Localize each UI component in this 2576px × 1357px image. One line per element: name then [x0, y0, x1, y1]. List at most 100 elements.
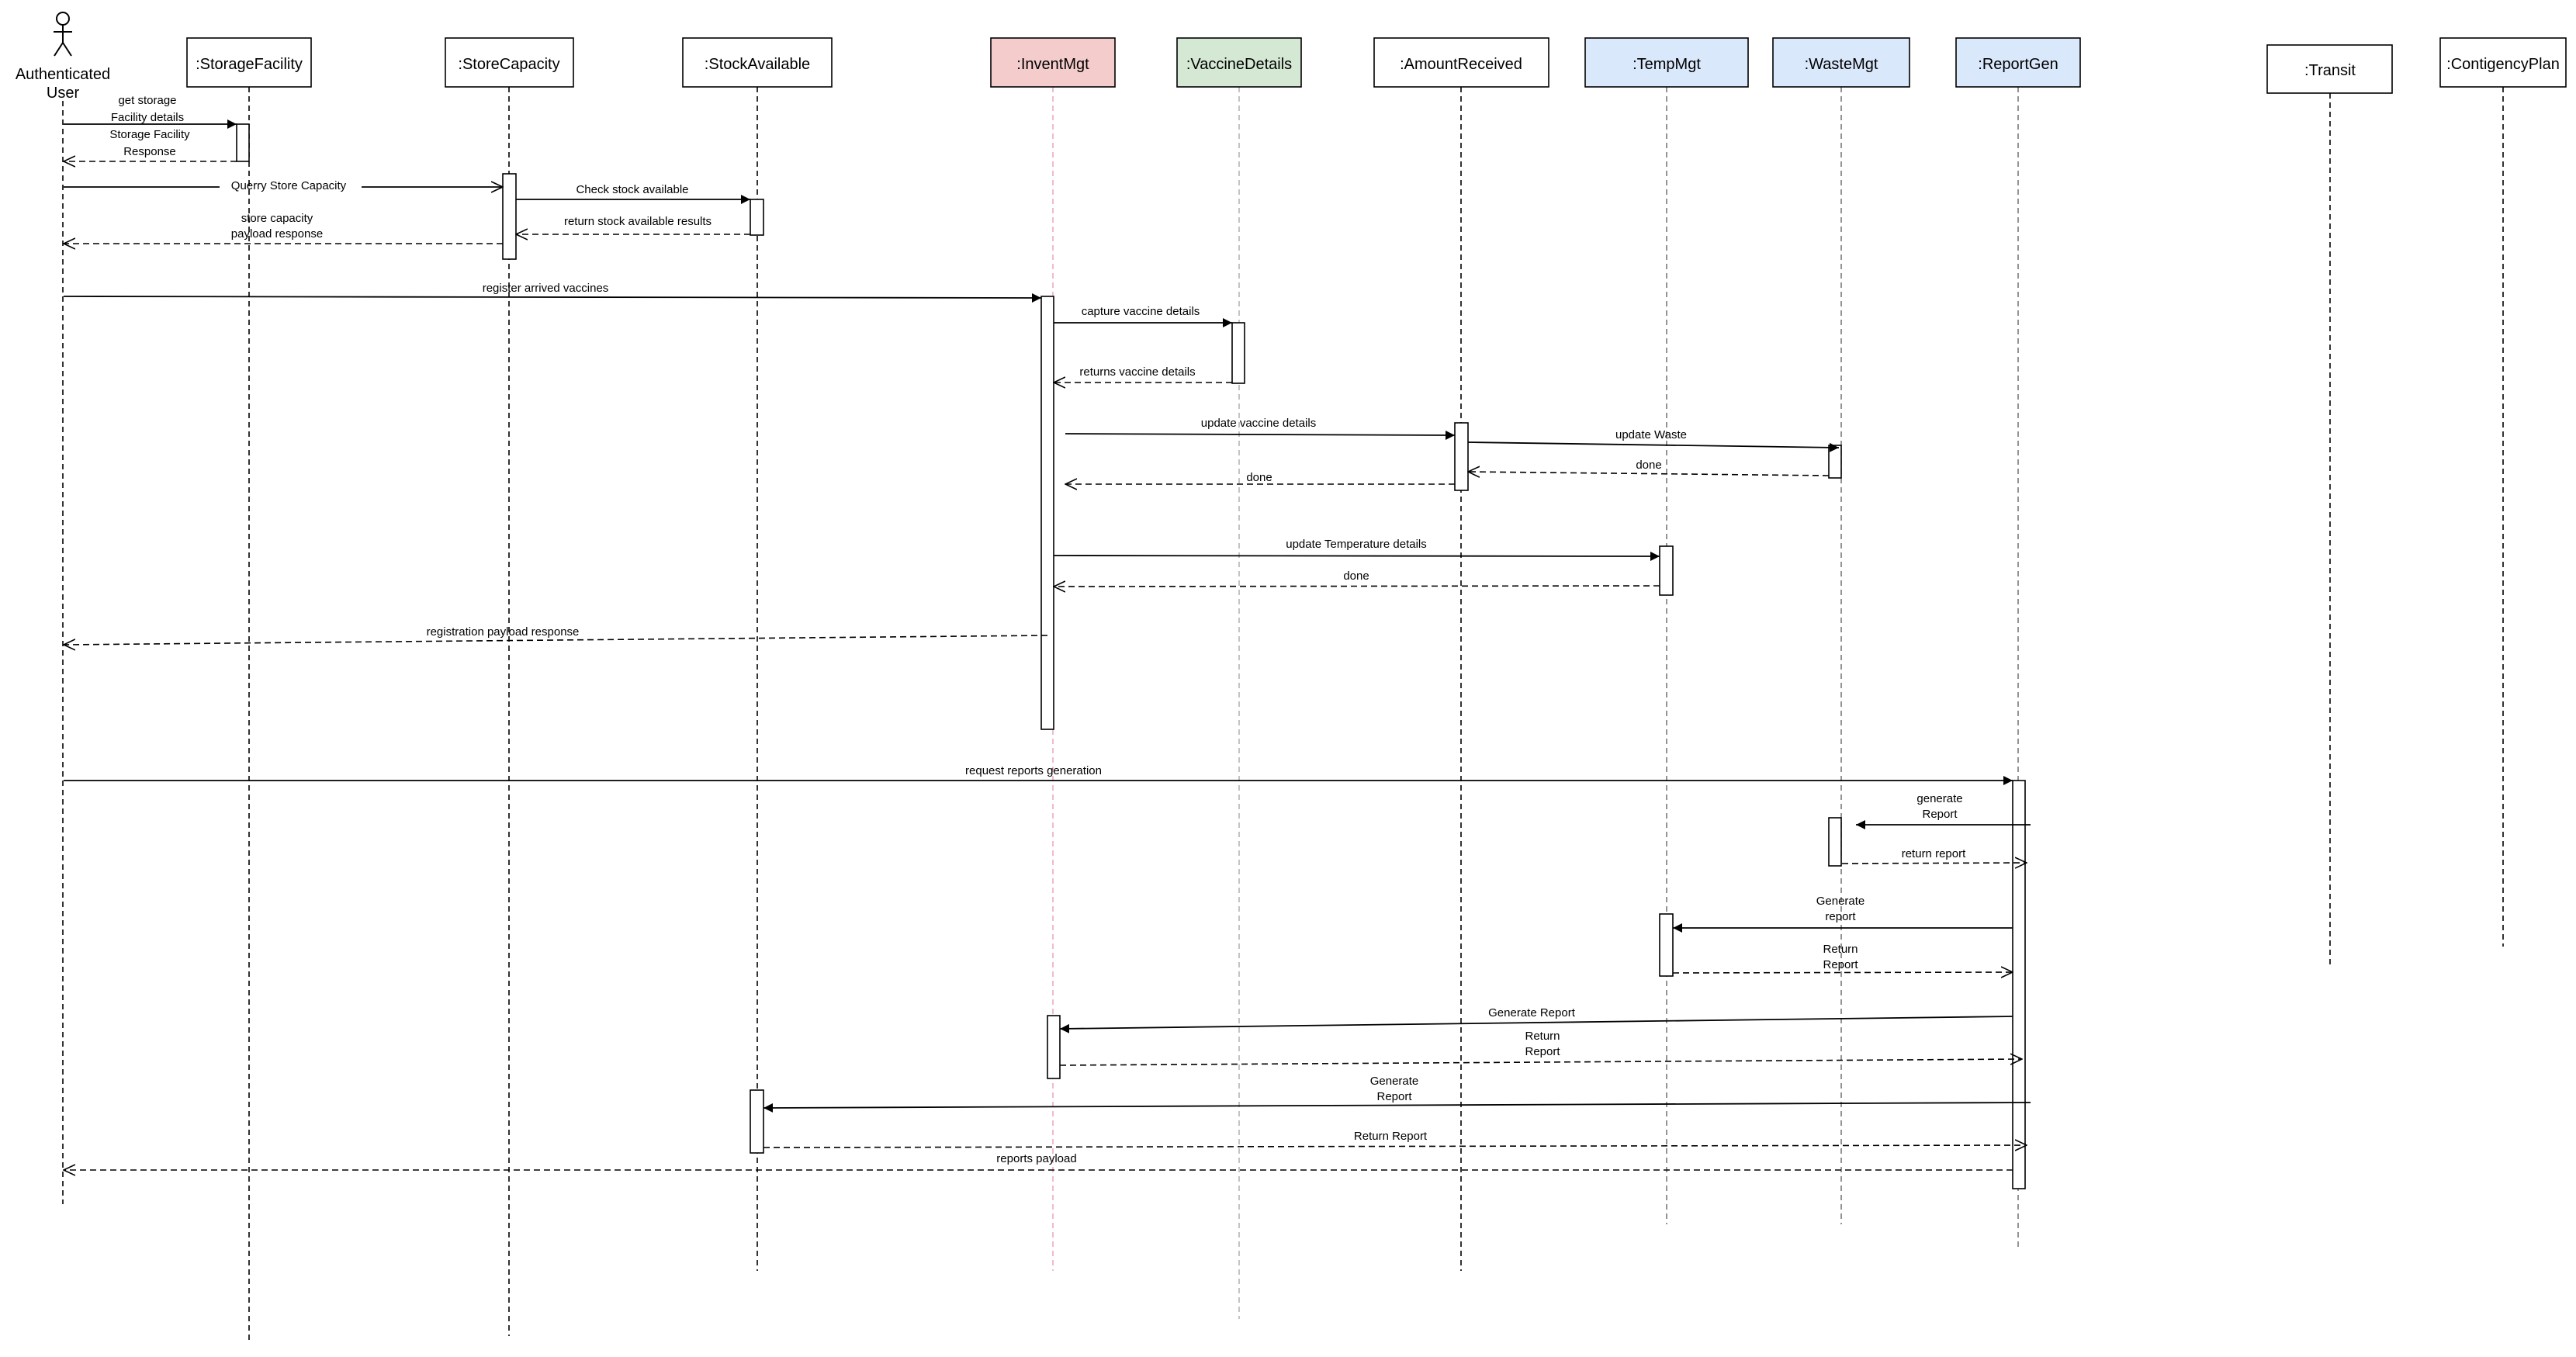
message-label: register arrived vaccines — [483, 282, 609, 295]
message-label: return report — [1902, 847, 1966, 860]
message-update-details: update vaccine details — [1065, 417, 1456, 440]
message-label: Response — [123, 145, 176, 158]
message-arrow — [763, 1102, 2031, 1113]
activation-inventmgt-register — [1040, 296, 1054, 730]
lifeline-stockavailable: :StockAvailable — [682, 37, 833, 1271]
lifeline-contigencyplan: :ContigencyPlan — [2439, 37, 2567, 947]
message-label: store capacity — [241, 212, 313, 225]
message-update-temp: update Temperature details — [1053, 538, 1660, 561]
message-waste-done: done — [1468, 459, 1830, 476]
lifeline-label: :WasteMgt — [1805, 56, 1878, 73]
message-temp-done: done — [1054, 569, 1660, 587]
activation-tempmgt-report — [1659, 913, 1674, 977]
message-label: done — [1343, 569, 1369, 583]
message-return-report-stock: Return Report — [763, 1130, 2027, 1148]
message-label: Querry Store Capacity — [231, 179, 347, 192]
lifeline-transit: :Transit — [2266, 44, 2393, 965]
message-generate-report-stock: Generate Report — [763, 1075, 2031, 1113]
lifeline-header — [1584, 37, 1749, 88]
actor-head — [56, 12, 70, 26]
activation-stockavailable-report — [750, 1089, 764, 1154]
actor-left-leg — [54, 42, 64, 57]
message-label: Facility details — [111, 111, 184, 124]
lifeline-label: :ReportGen — [1978, 56, 2058, 73]
message-arrow — [64, 635, 1048, 645]
activation-storecapacity — [502, 173, 517, 260]
actor-authenticated-user: Authenticated User — [16, 12, 110, 1204]
message-label: done — [1246, 471, 1272, 484]
message-label: update Temperature details — [1286, 538, 1427, 551]
message-return-report-waste: return report — [1841, 847, 2027, 864]
message-label: Generate Report — [1488, 1006, 1576, 1019]
message-label: registration payload response — [427, 625, 580, 639]
message-label: payload response — [231, 227, 323, 241]
message-register-vaccines: register arrived vaccines — [63, 282, 1042, 303]
message-generate-report-invent: Generate Report — [1059, 1006, 2013, 1033]
lifeline-vaccinedetails: :VaccineDetails — [1176, 37, 1302, 1319]
message-amount-done: done — [1065, 471, 1455, 484]
activation-reportgen — [2012, 780, 2026, 1189]
lifeline-label: :ContigencyPlan — [2446, 56, 2560, 73]
message-label: get storage — [118, 94, 176, 107]
lifeline-header — [2266, 44, 2393, 94]
lifeline-header — [990, 37, 1116, 88]
message-storage-response: Storage Facility Response — [64, 128, 237, 161]
lifeline-wastemgt: :WasteMgt — [1772, 37, 1910, 1224]
lifeline-reportgen: :ReportGen — [1955, 37, 2081, 1248]
message-arrow — [1065, 430, 1456, 440]
activation-wastemgt-update — [1828, 445, 1842, 479]
actor-name-line1: Authenticated — [16, 66, 110, 83]
message-label: update vaccine details — [1201, 417, 1316, 430]
message-label: Return — [1823, 943, 1858, 956]
message-get-storage: get storage Facility details — [64, 94, 237, 129]
message-query-capacity: Querry Store Capacity — [64, 179, 503, 192]
message-capacity-response: store capacity payload response — [64, 212, 503, 244]
lifeline-header — [2439, 37, 2567, 88]
message-label: done — [1636, 459, 1661, 472]
message-label: request reports generation — [965, 764, 1102, 777]
message-return-report-temp: Return Report — [1672, 943, 2013, 973]
lifeline-label: :StockAvailable — [705, 56, 810, 73]
message-arrow — [1841, 863, 2027, 864]
actor-name-line2: User — [47, 85, 80, 102]
lifeline-label: :StoreCapacity — [458, 56, 559, 73]
lifeline-header — [186, 37, 312, 88]
message-label: Report — [1922, 808, 1958, 821]
lifeline-header — [445, 37, 574, 88]
message-label: Report — [1525, 1045, 1560, 1058]
message-capture-details: capture vaccine details — [1054, 305, 1232, 327]
message-arrow — [1672, 972, 2013, 973]
lifeline-label: :StorageFacility — [196, 56, 303, 73]
message-returns-details: returns vaccine details — [1054, 365, 1232, 383]
actor-right-leg — [62, 42, 72, 57]
message-registration-response: registration payload response — [64, 625, 1048, 645]
lifeline-label: :TempMgt — [1633, 56, 1701, 73]
lifeline-header — [1373, 37, 1549, 88]
message-label: Storage Facility — [109, 128, 190, 141]
message-label: Return Report — [1354, 1130, 1428, 1143]
message-arrow — [1468, 472, 1830, 476]
activation-bars — [236, 123, 2026, 1189]
message-label: Report — [1823, 958, 1858, 971]
lifeline-header — [1176, 37, 1302, 88]
message-request-reports: request reports generation — [64, 764, 2013, 785]
message-return-report-invent: Return Report — [1059, 1030, 2022, 1066]
message-label: Return — [1525, 1030, 1560, 1043]
activation-storagefacility — [236, 123, 250, 162]
activation-wastemgt-report — [1828, 817, 1842, 867]
lifeline-label: :InventMgt — [1016, 56, 1089, 73]
lifeline-header — [1955, 37, 2081, 88]
message-label: return stock available results — [564, 215, 712, 228]
message-arrow — [63, 293, 1042, 303]
message-update-waste: update Waste — [1467, 428, 1840, 452]
messages: get storage Facility details Storage Fac… — [64, 94, 2031, 1170]
lifeline-header — [682, 37, 833, 88]
message-arrow — [1059, 1059, 2022, 1066]
message-label: returns vaccine details — [1079, 365, 1195, 379]
message-generate-report-waste: generate Report — [1856, 792, 2031, 829]
lifeline-amountreceived: :AmountReceived — [1373, 37, 1549, 1271]
message-arrow — [1059, 1016, 2013, 1033]
activation-tempmgt-update — [1659, 545, 1674, 596]
lifeline-label: :Transit — [2304, 62, 2356, 79]
message-arrow — [1054, 586, 1660, 587]
